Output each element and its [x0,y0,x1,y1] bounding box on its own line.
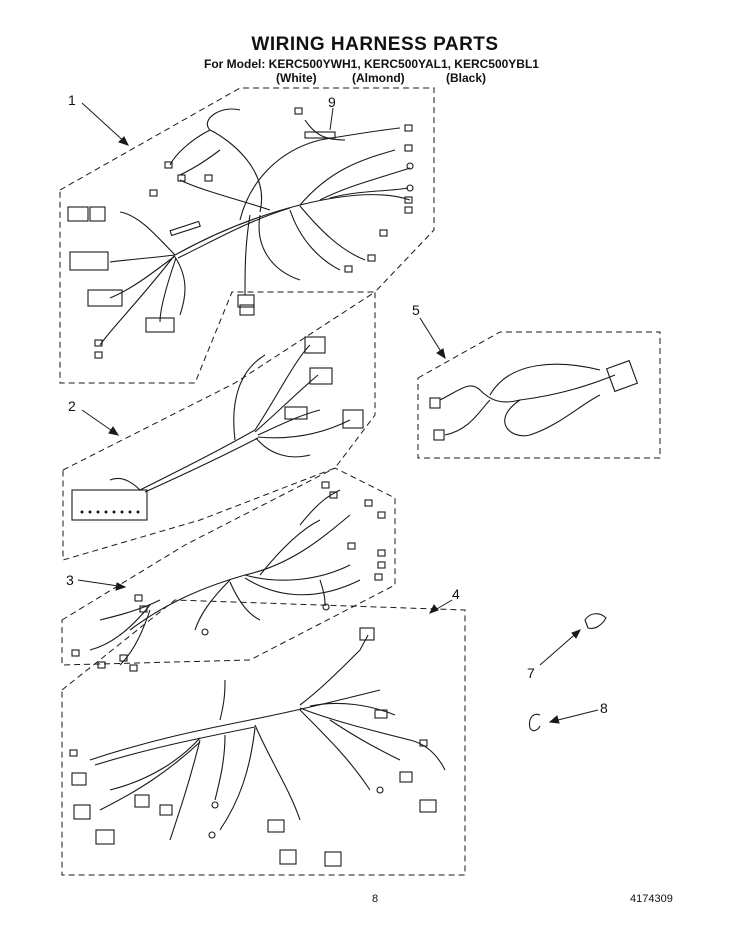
callout-3: 3 [66,572,74,588]
callout-8: 8 [600,700,608,716]
harness-part-4 [69,627,446,867]
outline-part-1 [59,87,435,384]
page-title: WIRING HARNESS PARTS [251,34,499,55]
outline-part-3 [61,467,396,666]
callout-4: 4 [452,586,460,602]
outline-part-5 [417,331,661,459]
callout-2: 2 [68,398,76,414]
document-number: 4174309 [630,893,673,905]
color-white: (White) [276,71,317,85]
callout-5: 5 [412,302,420,318]
harness-part-5 [429,359,639,441]
part-7-clip [584,613,607,629]
leader-lines [77,102,599,724]
harness-part-3 [71,481,386,672]
part-outlines [59,87,661,876]
callout-9: 9 [328,94,336,110]
callout-7: 7 [527,665,535,681]
page-number: 8 [372,893,379,905]
color-almond: (Almond) [352,71,405,85]
outline-part-2 [62,291,376,561]
model-line: For Model: KERC500YWH1, KERC500YAL1, KER… [204,57,539,71]
callout-1: 1 [68,92,76,108]
part-8-tie [528,713,541,732]
outline-part-4 [61,599,466,876]
harness-part-1 [67,107,414,359]
harness-part-2 [71,336,364,521]
color-black: (Black) [446,71,487,85]
